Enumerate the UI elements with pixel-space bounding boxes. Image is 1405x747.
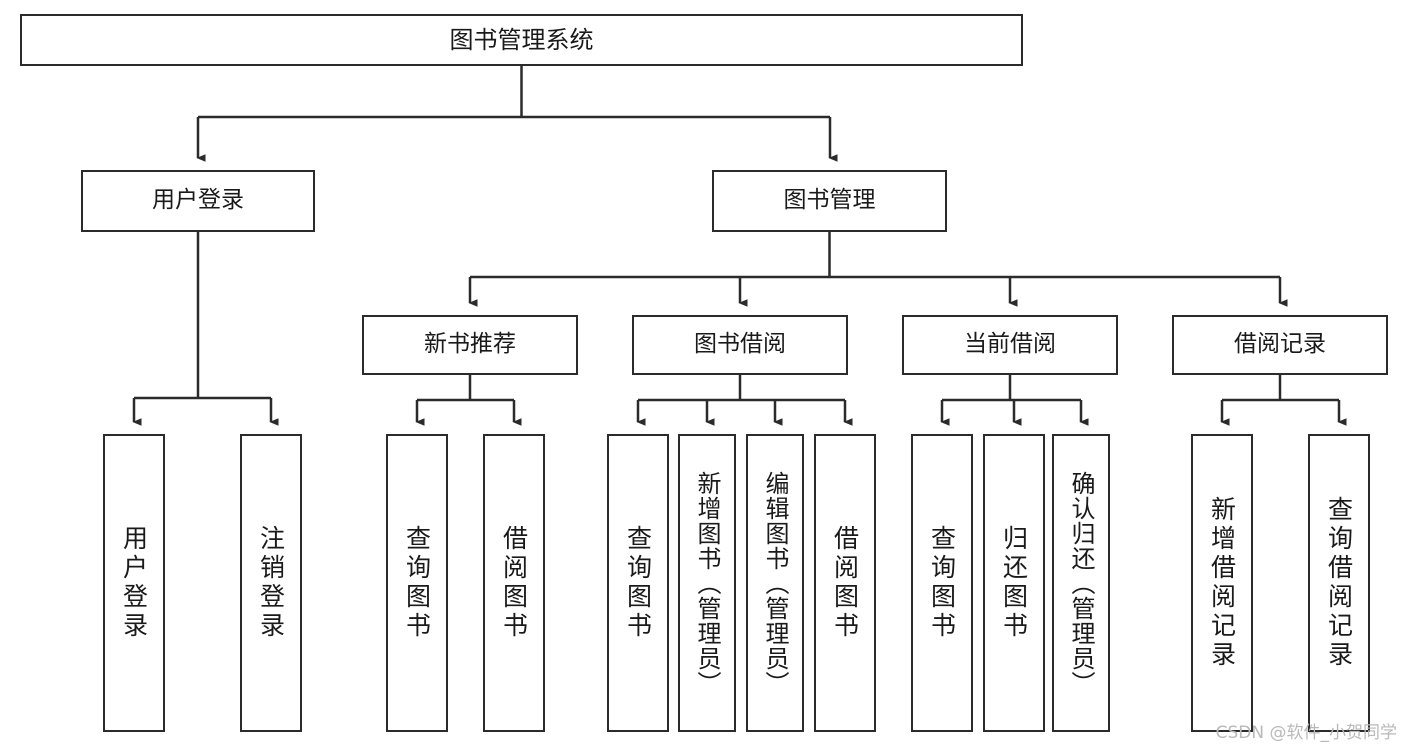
node-leaf-confirm-return-admin-label: 确认归还（管理员） — [1067, 470, 1095, 696]
node-user-login[interactable]: 用户登录 — [81, 170, 315, 232]
node-user-login-label: 用户登录 — [152, 187, 244, 214]
node-leaf-borrow-book-2[interactable]: 借阅图书 — [814, 434, 876, 732]
node-current-borrow[interactable]: 当前借阅 — [902, 315, 1118, 375]
node-leaf-query-book-3[interactable]: 查询图书 — [911, 434, 973, 732]
node-leaf-query-book-2[interactable]: 查询图书 — [607, 434, 669, 732]
node-leaf-return-book-label: 归还图书 — [999, 525, 1029, 641]
node-leaf-add-book-admin-label: 新增图书（管理员） — [693, 470, 721, 696]
watermark-text: CSDN @软件_小贺同学 — [1215, 723, 1397, 743]
node-leaf-add-book-admin[interactable]: 新增图书（管理员） — [678, 434, 736, 732]
node-leaf-query-borrow-record-label: 查询借阅记录 — [1324, 496, 1354, 670]
node-current-borrow-label: 当前借阅 — [964, 331, 1056, 358]
node-root-label: 图书管理系统 — [449, 25, 594, 54]
node-leaf-borrow-book-2-label: 借阅图书 — [830, 525, 860, 641]
node-leaf-edit-book-admin[interactable]: 编辑图书（管理员） — [746, 434, 804, 732]
node-book-borrow-label: 图书借阅 — [694, 331, 786, 358]
node-leaf-user-login[interactable]: 用户登录 — [103, 434, 165, 732]
node-leaf-logout-login[interactable]: 注销登录 — [240, 434, 302, 732]
node-leaf-borrow-book-1[interactable]: 借阅图书 — [483, 434, 545, 732]
node-root[interactable]: 图书管理系统 — [20, 14, 1023, 66]
node-leaf-user-login-label: 用户登录 — [119, 525, 149, 641]
node-leaf-query-book-1[interactable]: 查询图书 — [386, 434, 448, 732]
node-borrow-record-label: 借阅记录 — [1234, 331, 1326, 358]
node-new-book-recommend-label: 新书推荐 — [424, 331, 516, 358]
node-leaf-confirm-return-admin[interactable]: 确认归还（管理员） — [1052, 434, 1110, 732]
node-borrow-record[interactable]: 借阅记录 — [1172, 315, 1388, 375]
node-leaf-return-book[interactable]: 归还图书 — [983, 434, 1045, 732]
node-leaf-borrow-book-1-label: 借阅图书 — [499, 525, 529, 641]
node-leaf-logout-login-label: 注销登录 — [256, 525, 286, 641]
node-leaf-query-borrow-record[interactable]: 查询借阅记录 — [1308, 434, 1370, 732]
node-leaf-add-borrow-record[interactable]: 新增借阅记录 — [1191, 434, 1253, 732]
node-leaf-query-book-2-label: 查询图书 — [623, 525, 653, 641]
node-leaf-edit-book-admin-label: 编辑图书（管理员） — [761, 470, 789, 696]
node-book-borrow[interactable]: 图书借阅 — [632, 315, 848, 375]
node-book-manage-label: 图书管理 — [783, 187, 876, 214]
node-new-book-recommend[interactable]: 新书推荐 — [362, 315, 578, 375]
node-book-manage[interactable]: 图书管理 — [712, 170, 947, 232]
node-leaf-query-book-1-label: 查询图书 — [402, 525, 432, 641]
node-leaf-add-borrow-record-label: 新增借阅记录 — [1207, 496, 1237, 670]
node-leaf-query-book-3-label: 查询图书 — [927, 525, 957, 641]
